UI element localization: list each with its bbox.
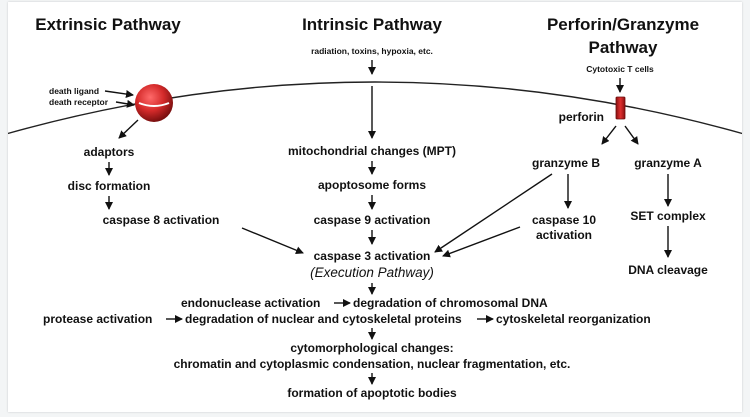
arrow-granzyme-b-to-caspase3 xyxy=(434,173,553,253)
node-endonuclease: endonuclease activation xyxy=(181,296,320,310)
node-granzyme-a: granzyme A xyxy=(634,156,702,170)
node-mito-changes: mitochondrial changes (MPT) xyxy=(288,144,456,158)
node-chromatin: chromatin and cytoplasmic condensation, … xyxy=(174,357,571,371)
header-perforin-line2: Pathway xyxy=(589,38,659,57)
node-nuclear-degradation: degradation of nuclear and cytoskeletal … xyxy=(185,312,462,326)
header-intrinsic: Intrinsic Pathway xyxy=(302,15,442,34)
node-caspase10-line1: caspase 10 xyxy=(532,213,596,227)
node-apoptosome: apoptosome forms xyxy=(318,178,426,192)
header-perforin-line1: Perforin/Granzyme xyxy=(547,15,699,34)
node-caspase3: caspase 3 activation xyxy=(314,249,431,263)
node-cytomorph: cytomorphological changes: xyxy=(290,341,453,355)
node-granzyme-b: granzyme B xyxy=(532,156,600,170)
node-set-complex: SET complex xyxy=(630,209,706,223)
node-caspase8: caspase 8 activation xyxy=(103,213,220,227)
node-chromosomal-degradation: degradation of chromosomal DNA xyxy=(353,296,548,310)
node-dna-cleavage: DNA cleavage xyxy=(628,263,708,277)
node-adaptors: adaptors xyxy=(84,145,135,159)
node-triggers: radiation, toxins, hypoxia, etc. xyxy=(311,46,433,56)
header-extrinsic: Extrinsic Pathway xyxy=(35,15,181,34)
arrow-ligand xyxy=(104,90,134,98)
node-caspase10-line2: activation xyxy=(536,228,592,242)
arrow-to-adaptors xyxy=(118,119,139,139)
perforin-channel xyxy=(615,96,626,120)
node-protease: protease activation xyxy=(43,312,152,326)
node-perforin: perforin xyxy=(559,110,604,124)
node-caspase9: caspase 9 activation xyxy=(314,213,431,227)
figure-frame: Extrinsic Pathway Intrinsic Pathway Perf… xyxy=(8,2,742,412)
node-cytotoxic-t-cells: Cytotoxic T cells xyxy=(586,64,654,74)
arrow-to-granzyme-b xyxy=(601,125,617,145)
arrow-receptor xyxy=(115,99,135,108)
arrow-caspase8-to-caspase3 xyxy=(241,227,304,255)
label-death-ligand: death ligand xyxy=(49,86,99,96)
node-apoptotic-bodies: formation of apoptotic bodies xyxy=(287,386,457,400)
death-receptor-sphere xyxy=(135,84,173,122)
arrow-caspase10-to-caspase3 xyxy=(442,226,521,258)
label-death-receptor: death receptor xyxy=(49,97,109,107)
apoptosis-pathways-diagram: Extrinsic Pathway Intrinsic Pathway Perf… xyxy=(8,15,742,400)
node-cytoskeletal-reorg: cytoskeletal reorganization xyxy=(496,312,651,326)
node-disc-formation: disc formation xyxy=(68,179,151,193)
node-execution-pathway: (Execution Pathway) xyxy=(310,265,434,280)
cell-membrane xyxy=(8,81,742,135)
arrow-to-granzyme-a xyxy=(624,125,639,145)
